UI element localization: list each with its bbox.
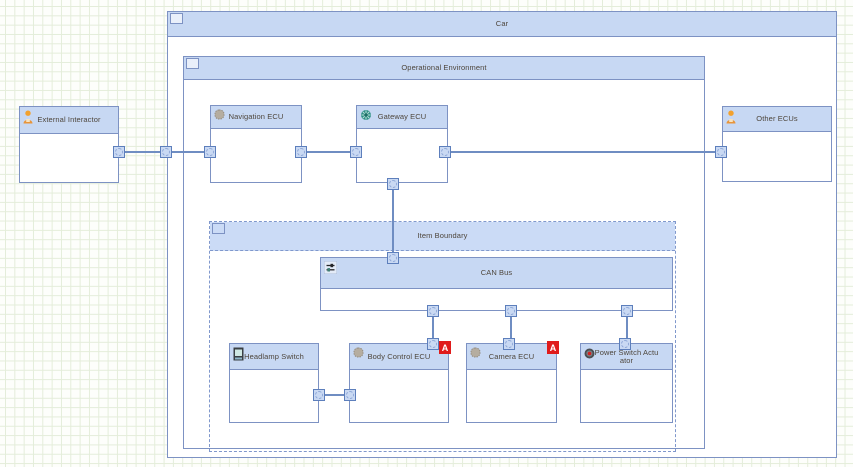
port-navigation-ecu-right[interactable] — [295, 146, 307, 158]
port-can-bus-bottom-3[interactable] — [621, 305, 633, 317]
gear-icon — [360, 109, 372, 121]
connector-can-bus-camera-ecu[interactable] — [510, 311, 512, 344]
block-camera-ecu[interactable]: Camera ECU A — [466, 341, 559, 423]
block-camera-ecu-label: Camera ECU — [488, 351, 535, 361]
block-external-interactor[interactable]: External Interactor — [19, 106, 119, 183]
block-navigation-ecu[interactable]: Navigation ECU — [210, 105, 302, 183]
block-car-label: Car — [495, 19, 509, 28]
port-body-control-ecu-top[interactable] — [427, 338, 439, 350]
port-can-bus-bottom-2[interactable] — [505, 305, 517, 317]
port-navigation-ecu-left[interactable] — [204, 146, 216, 158]
connector-gateway-ecu-can-bus[interactable] — [392, 184, 394, 258]
switch-icon — [233, 347, 244, 361]
port-can-bus-top[interactable] — [387, 252, 399, 264]
port-body-control-ecu-left[interactable] — [344, 389, 356, 401]
block-can-bus-label: CAN Bus — [480, 268, 513, 277]
block-external-interactor-label: External Interactor — [37, 115, 101, 124]
block-body-control-ecu-label: Body Control ECU — [367, 351, 431, 361]
analysis-badge: A — [547, 341, 559, 354]
bus-icon — [323, 260, 338, 275]
block-headlamp-switch-label: Headlamp Switch — [244, 351, 304, 361]
block-headlamp-switch[interactable]: Headlamp Switch — [229, 343, 319, 423]
connector-gateway-ecu-other-ecus[interactable] — [448, 151, 722, 153]
block-other-ecus-label: Other ECUs — [756, 114, 798, 123]
frame-icon — [186, 58, 199, 69]
block-item-boundary[interactable]: Item Boundary — [209, 221, 676, 452]
chip-icon — [470, 347, 481, 358]
block-power-switch-actuator[interactable]: Power Switch Actuator — [580, 343, 673, 423]
port-other-ecus-left[interactable] — [715, 146, 727, 158]
port-gateway-ecu-right[interactable] — [439, 146, 451, 158]
port-headlamp-switch-right[interactable] — [313, 389, 325, 401]
port-power-switch-actuator-top[interactable] — [619, 338, 631, 350]
person-icon — [23, 110, 33, 124]
port-gateway-ecu-left[interactable] — [350, 146, 362, 158]
connector-can-bus-body-control-ecu[interactable] — [432, 311, 434, 344]
block-gateway-ecu-label: Gateway ECU — [377, 112, 427, 121]
port-external-interactor-right[interactable] — [113, 146, 125, 158]
block-other-ecus[interactable]: Other ECUs — [722, 106, 832, 182]
chip-icon — [353, 347, 364, 358]
block-can-bus[interactable]: CAN Bus — [320, 257, 673, 311]
block-body-control-ecu[interactable]: Body Control ECU A — [349, 341, 451, 423]
block-gateway-ecu[interactable]: Gateway ECU — [356, 105, 448, 183]
connector-navigation-ecu-gateway-ecu[interactable] — [301, 151, 357, 153]
person-icon — [726, 110, 736, 124]
chip-icon — [214, 109, 225, 120]
frame-icon — [212, 223, 225, 234]
port-car-left[interactable] — [160, 146, 172, 158]
connector-can-bus-power-switch-actuator[interactable] — [626, 311, 628, 344]
port-gateway-ecu-bottom[interactable] — [387, 178, 399, 190]
connector-headlamp-switch-body-control-ecu[interactable] — [319, 394, 350, 396]
port-can-bus-bottom-1[interactable] — [427, 305, 439, 317]
analysis-badge: A — [439, 341, 451, 354]
frame-icon — [170, 13, 183, 24]
actuator-icon — [584, 348, 595, 359]
block-navigation-ecu-label: Navigation ECU — [228, 112, 284, 121]
block-item-boundary-label: Item Boundary — [417, 231, 468, 240]
block-power-switch-actuator-label: Power Switch Actuator — [594, 347, 659, 365]
block-operational-environment-label: Operational Environment — [401, 63, 487, 72]
port-camera-ecu-top[interactable] — [503, 338, 515, 350]
